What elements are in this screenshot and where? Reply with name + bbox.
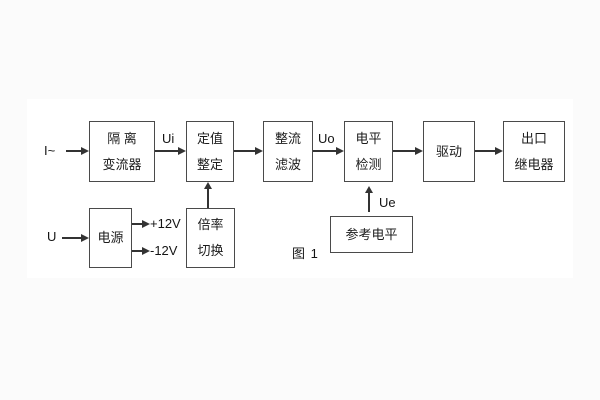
block-setting-adjust-line1: 定值 — [196, 130, 223, 146]
block-output-relay: 出口 继电器 — [503, 121, 565, 182]
block-power-supply: 电源 — [89, 208, 132, 268]
label-minus-12v: -12V — [150, 243, 178, 258]
block-isolation-transformer: 隔 离 变流器 — [89, 121, 155, 182]
block-isolation-transformer-line1: 隔 离 — [107, 130, 137, 146]
block-ratio-switch: 倍率 切换 — [186, 208, 235, 268]
arrow-current-to-isolation — [66, 147, 89, 155]
block-driver-line1: 驱动 — [435, 143, 462, 159]
arrow-reference-to-level — [365, 186, 373, 212]
block-rectifier-filter-line1: 整流 — [274, 130, 301, 146]
label-signal-ui: Ui — [162, 131, 175, 146]
block-driver: 驱动 — [423, 121, 475, 182]
block-ratio-switch-line1: 倍率 — [197, 217, 224, 232]
arrow-isolation-to-setting — [155, 147, 186, 155]
block-isolation-transformer-line2: 变流器 — [102, 156, 142, 172]
block-level-detect-line2: 检测 — [355, 156, 382, 172]
block-setting-adjust-line2: 整定 — [196, 156, 223, 172]
block-output-relay-line1: 出口 — [520, 130, 547, 146]
block-rectifier-filter: 整流 滤波 — [263, 121, 313, 182]
arrow-rectifier-to-level — [313, 147, 344, 155]
arrow-setting-to-rectifier — [234, 147, 263, 155]
label-input-current: I~ — [44, 143, 56, 158]
label-plus-12v: +12V — [150, 216, 181, 231]
label-signal-uo: Uo — [318, 131, 335, 146]
figure-caption: 图 1 — [292, 246, 319, 261]
block-reference-level-line1: 参考电平 — [345, 226, 398, 242]
block-power-supply-line1: 电源 — [97, 230, 124, 245]
arrow-driver-to-relay — [475, 147, 503, 155]
block-level-detect: 电平 检测 — [344, 121, 393, 182]
block-level-detect-line1: 电平 — [355, 130, 382, 146]
block-ratio-switch-line2: 切换 — [197, 243, 224, 258]
label-signal-ue: Ue — [379, 195, 396, 210]
arrow-power-plus12 — [132, 220, 150, 228]
block-output-relay-line2: 继电器 — [514, 156, 554, 172]
arrow-level-to-driver — [393, 147, 423, 155]
block-setting-adjust: 定值 整定 — [186, 121, 234, 182]
arrow-power-minus12 — [132, 247, 150, 255]
block-rectifier-filter-line2: 滤波 — [274, 156, 301, 172]
arrow-ratio-to-setting — [204, 182, 212, 208]
block-reference-level: 参考电平 — [330, 216, 413, 253]
label-input-voltage: U — [47, 229, 57, 244]
arrow-voltage-to-power — [62, 234, 89, 242]
